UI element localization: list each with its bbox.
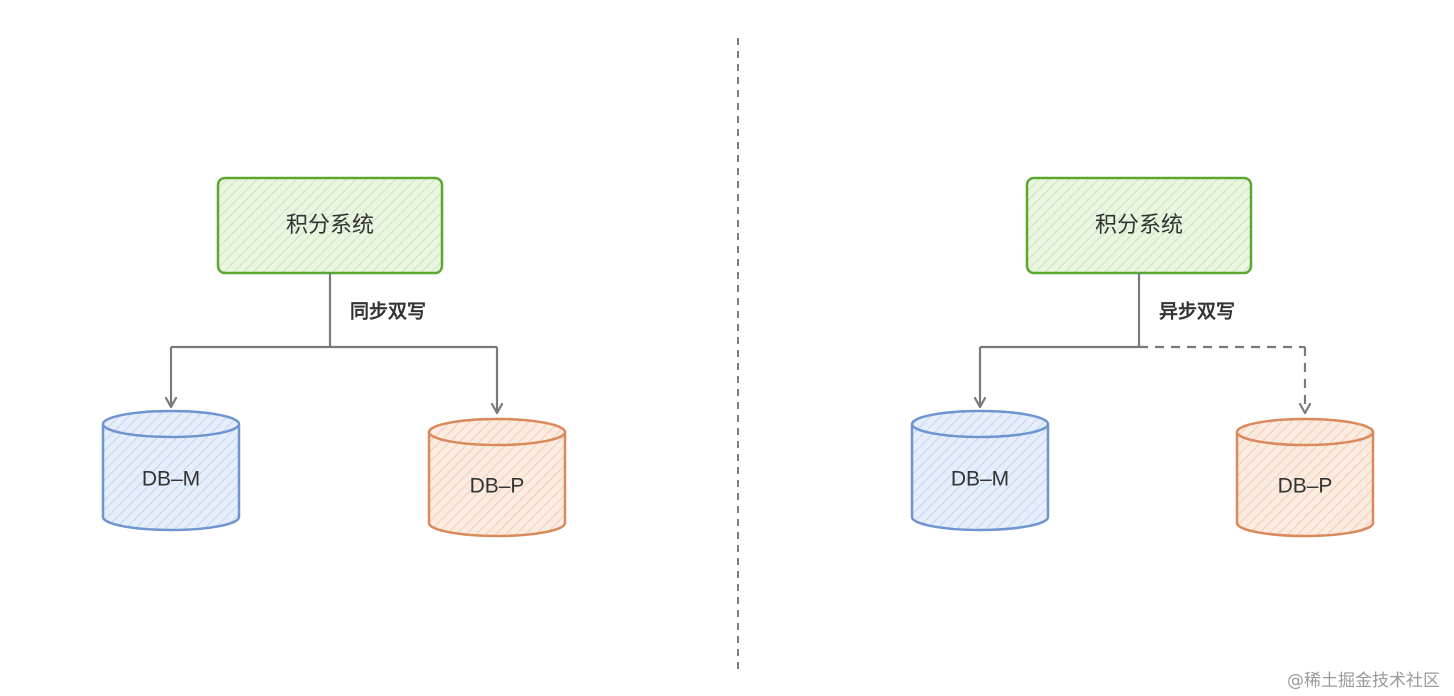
watermark-text: @稀土掘金技术社区 [1287, 671, 1440, 691]
left-panel: 积分系统 同步双写 DB–M DB–P [101, 176, 567, 538]
right-edge-label: 异步双写 [1159, 301, 1235, 323]
right-db-p-label: DB–P [1278, 475, 1333, 498]
left-db-p-node: DB–P [427, 417, 567, 538]
right-system-label: 积分系统 [1095, 213, 1183, 238]
right-db-m-node: DB–M [910, 409, 1050, 532]
left-system-label: 积分系统 [286, 213, 374, 238]
right-system-node: 积分系统 [1025, 176, 1253, 275]
left-connectors [171, 273, 497, 413]
right-db-m-label: DB–M [951, 468, 1009, 491]
left-system-node: 积分系统 [216, 176, 444, 275]
right-connectors [980, 273, 1305, 413]
left-db-m-label: DB–M [142, 468, 200, 491]
left-db-m-node: DB–M [101, 409, 241, 532]
left-db-p-label: DB–P [470, 475, 525, 498]
right-db-p-node: DB–P [1235, 417, 1375, 538]
right-panel: 积分系统 异步双写 DB–M DB–P [910, 176, 1375, 538]
left-edge-label: 同步双写 [350, 301, 426, 323]
